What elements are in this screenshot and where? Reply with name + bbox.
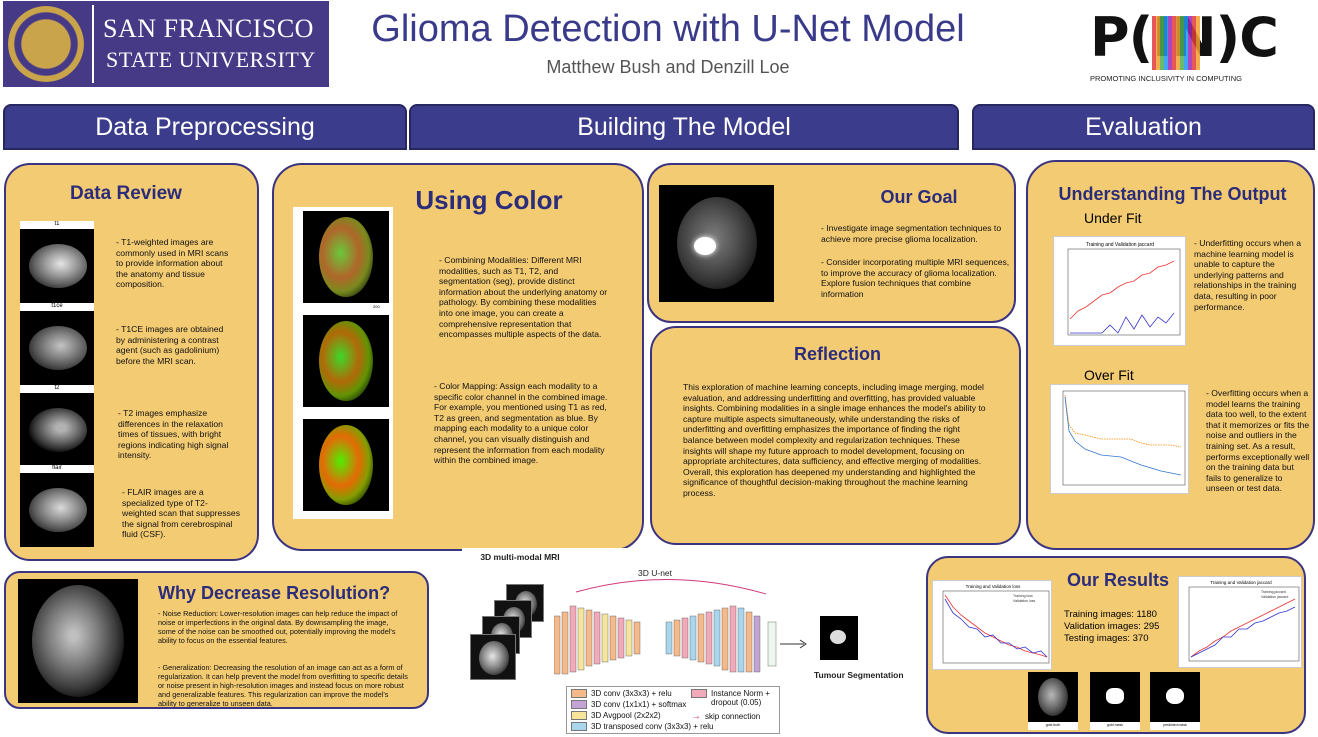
section-banner-preprocessing: Data Preprocessing bbox=[3, 104, 407, 150]
lowres-mri-image bbox=[18, 579, 138, 703]
our-goal-point2: - Consider incorporating multiple MRI se… bbox=[821, 257, 1010, 299]
why-decrease-title: Why Decrease Resolution? bbox=[158, 583, 391, 603]
loss-legend-val: Validation loss bbox=[1013, 599, 1036, 603]
section-banner-model: Building The Model bbox=[409, 104, 959, 150]
testing-count: Testing images: 370 bbox=[1064, 633, 1149, 644]
caption-predicted-mask: predicted mask bbox=[1163, 723, 1187, 727]
mri-t2-label: t2 bbox=[54, 385, 60, 391]
legend-conv-relu: 3D conv (3x3x3) + relu bbox=[591, 689, 672, 698]
result-image-predicted-mask: predicted mask bbox=[1150, 672, 1200, 730]
result-image-gold-truth: gold truth bbox=[1028, 672, 1078, 730]
flair-description: - FLAIR images are a specialized type of… bbox=[122, 487, 240, 540]
data-review-title: Data Review bbox=[70, 183, 182, 204]
combining-modalities-text: - Combining Modalities: Different MRI mo… bbox=[439, 255, 608, 340]
result-image-gold-mask: gold mask bbox=[1090, 672, 1140, 730]
underfit-plot: Training and Validation jaccard bbox=[1053, 236, 1186, 346]
mri-flair-image: flair bbox=[20, 465, 94, 547]
skip-arrow-icon: → bbox=[691, 711, 701, 722]
university-name-line2: STATE UNIVERSITY bbox=[106, 47, 316, 72]
unet-legend: 3D conv (3x3x3) + relu 3D conv (1x1x1) +… bbox=[566, 686, 780, 734]
loss-plot-title: Training and Validation loss bbox=[966, 584, 1022, 589]
under-fit-label: Under Fit bbox=[1084, 210, 1142, 226]
training-count: Training images: 1180 bbox=[1064, 609, 1157, 620]
our-goal-point1: - Investigate image segmentation techniq… bbox=[821, 223, 1002, 244]
color-mri-stack: 200 bbox=[293, 207, 393, 519]
mri-t1ce-image: t1ce bbox=[20, 303, 94, 385]
results-jaccard-plot: Training and Validation jaccard Training… bbox=[1178, 576, 1302, 668]
loss-chart-svg: Training and Validation loss Training lo… bbox=[942, 584, 1050, 664]
legend-skip: skip connection bbox=[705, 712, 761, 721]
mri-t1-image: t1 bbox=[20, 221, 94, 303]
our-results-panel: Training and Validation loss Training lo… bbox=[926, 556, 1306, 734]
authors: Matthew Bush and Denzill Loe bbox=[546, 57, 790, 77]
pinc-logo: P(IN)C PROMOTING INCLUSIVITY IN COMPUTIN… bbox=[1088, 6, 1279, 88]
jaccard-legend-val: Validation jaccard bbox=[1261, 595, 1288, 599]
overfit-text: - Overfitting occurs when a model learns… bbox=[1206, 388, 1310, 494]
jaccard-legend-train: Training jaccard bbox=[1261, 590, 1286, 594]
legend-avgpool: 3D Avgpool (2x2x2) bbox=[591, 711, 661, 720]
our-goal-title: Our Goal bbox=[880, 187, 958, 207]
svg-text:Training and Validation jaccar: Training and Validation jaccard bbox=[1086, 242, 1154, 248]
generalization-text: - Generalization: Decreasing the resolut… bbox=[158, 663, 408, 708]
overfit-plot bbox=[1050, 384, 1189, 494]
reflection-title: Reflection bbox=[793, 344, 881, 364]
mri-flair-label: flair bbox=[52, 465, 62, 471]
unet-input-label: 3D multi-modal MRI bbox=[480, 552, 560, 562]
mri-t2-image: t2 bbox=[20, 385, 94, 467]
poster-title: Glioma Detection with U-Net Model bbox=[371, 8, 965, 50]
using-color-panel: Using Color 200 - Combining Modalities: … bbox=[272, 163, 644, 551]
unet-architecture-svg bbox=[554, 579, 807, 675]
over-fit-label: Over Fit bbox=[1084, 367, 1134, 383]
results-loss-plot: Training and Validation loss Training lo… bbox=[932, 580, 1052, 670]
t1ce-description: - T1CE images are obtained by administer… bbox=[116, 324, 224, 366]
unet-encoder-blocks bbox=[554, 605, 641, 675]
why-decrease-panel: Why Decrease Resolution? - Noise Reducti… bbox=[4, 571, 429, 709]
t2-description: - T2 images emphasize differences in the… bbox=[118, 408, 229, 461]
loss-legend-train: Training loss bbox=[1013, 594, 1033, 598]
reflection-text: This exploration of machine learning con… bbox=[683, 382, 986, 498]
jaccard-plot-title: Training and Validation jaccard bbox=[1210, 580, 1272, 585]
mri-t1ce-label: t1ce bbox=[51, 303, 63, 309]
understanding-output-panel: Understanding The Output Under Fit Train… bbox=[1026, 160, 1315, 550]
pinc-logo-stripes-icon bbox=[1152, 16, 1200, 70]
sfsu-seal-icon bbox=[8, 6, 84, 82]
legend-transposed-conv: 3D transposed conv (3x3x3) + relu bbox=[591, 722, 714, 731]
data-review-panel: Data Review t1 t1ce t2 flair - T1-weight… bbox=[4, 163, 259, 561]
our-goal-panel: Our Goal - Investigate image segmentatio… bbox=[647, 163, 1016, 323]
unet-title: 3D U-net bbox=[638, 568, 673, 578]
caption-gold-truth: gold truth bbox=[1045, 723, 1061, 727]
our-results-title: Our Results bbox=[1066, 570, 1170, 590]
mri-input-stack bbox=[466, 584, 548, 684]
underfit-text: - Underfitting occurs when a machine lea… bbox=[1194, 238, 1301, 312]
legend-instance-norm: Instance Norm + dropout (0.05) bbox=[711, 689, 770, 707]
using-color-title: Using Color bbox=[415, 185, 563, 215]
t1-description: - T1-weighted images are commonly used i… bbox=[116, 237, 229, 290]
underfit-chart-svg: Training and Validation jaccard bbox=[1067, 242, 1181, 336]
axis-tick: 200 bbox=[373, 304, 380, 309]
unet-decoder-blocks bbox=[665, 605, 777, 673]
sfsu-logo: SAN FRANCISCO STATE UNIVERSITY bbox=[3, 1, 329, 87]
university-name-line1: SAN FRANCISCO bbox=[103, 14, 314, 43]
understanding-title: Understanding The Output bbox=[1058, 184, 1287, 204]
jaccard-chart-svg: Training and Validation jaccard Training… bbox=[1188, 580, 1300, 662]
mri-t1-label: t1 bbox=[54, 221, 60, 227]
color-mapping-text: - Color Mapping: Assign each modality to… bbox=[434, 381, 608, 466]
unet-diagram: 3D multi-modal MRI 3D U-net bbox=[462, 548, 904, 736]
legend-conv-softmax: 3D conv (1x1x1) + softmax bbox=[591, 700, 687, 709]
unet-output-label: Tumour Segmentation bbox=[814, 670, 904, 680]
unet-output-image bbox=[820, 616, 858, 660]
overfit-chart-svg bbox=[1062, 390, 1186, 486]
section-banner-evaluation: Evaluation bbox=[972, 104, 1315, 150]
reflection-panel: Reflection This exploration of machine l… bbox=[650, 326, 1021, 545]
pinc-tagline: PROMOTING INCLUSIVITY IN COMPUTING bbox=[1090, 74, 1242, 83]
caption-gold-mask: gold mask bbox=[1107, 723, 1123, 727]
validation-count: Validation images: 295 bbox=[1064, 621, 1160, 632]
goal-mri-image bbox=[659, 185, 774, 302]
noise-reduction-text: - Noise Reduction: Lower-resolution imag… bbox=[158, 609, 398, 645]
tumor-highlight-icon bbox=[694, 237, 716, 255]
